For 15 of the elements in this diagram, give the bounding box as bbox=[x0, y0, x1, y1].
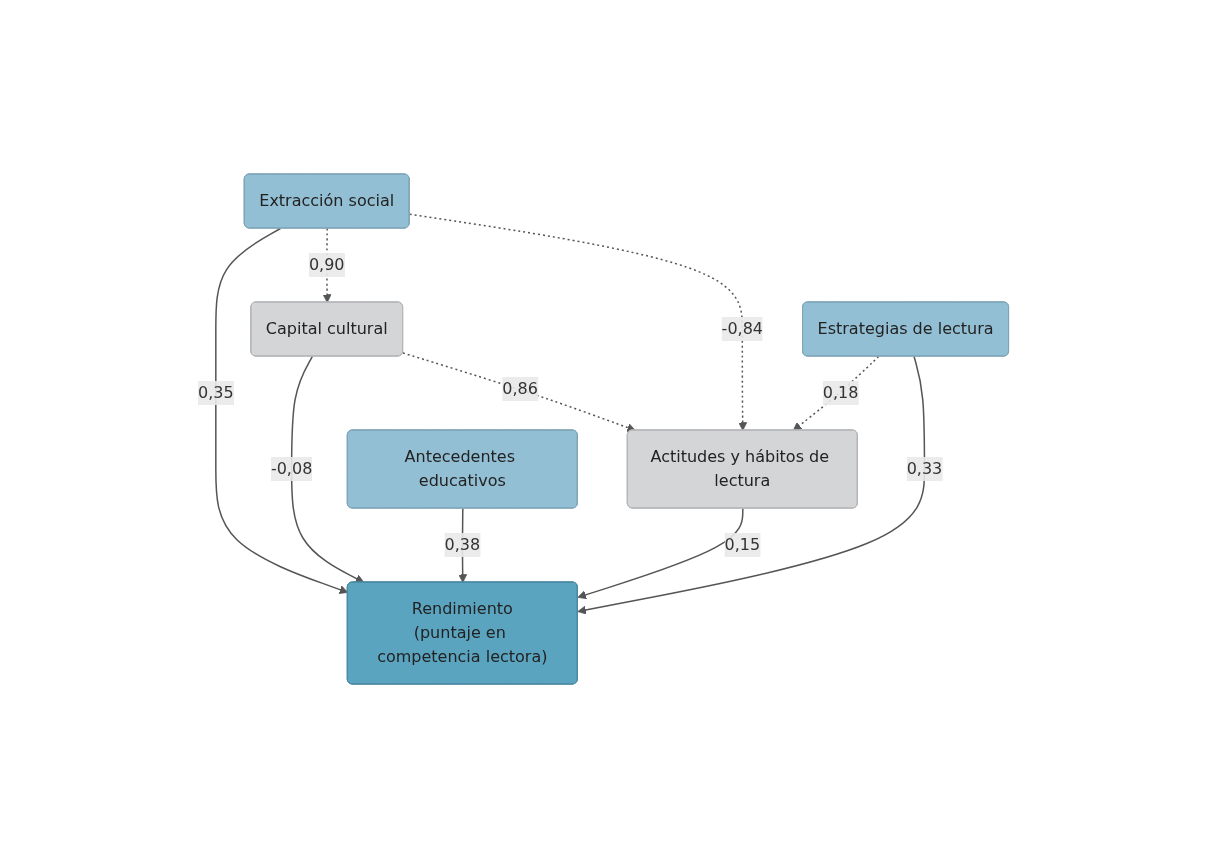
edge-label: -0,84 bbox=[721, 319, 763, 338]
edge-label: 0,35 bbox=[197, 382, 234, 402]
arrow bbox=[577, 507, 744, 600]
edge-label: 0,86 bbox=[502, 378, 538, 398]
arrow bbox=[401, 352, 636, 432]
edge-label: 0,90 bbox=[308, 255, 345, 274]
edge-label: -0,08 bbox=[270, 458, 313, 478]
arrow bbox=[792, 355, 880, 431]
arrow bbox=[408, 213, 747, 431]
edge-label: 0,15 bbox=[724, 534, 760, 554]
edge-label: 0,33 bbox=[906, 458, 942, 478]
edge-label: 0,18 bbox=[822, 382, 859, 402]
edge-label: 0,38 bbox=[444, 534, 480, 554]
arrow bbox=[577, 355, 925, 615]
arrow bbox=[290, 355, 364, 583]
